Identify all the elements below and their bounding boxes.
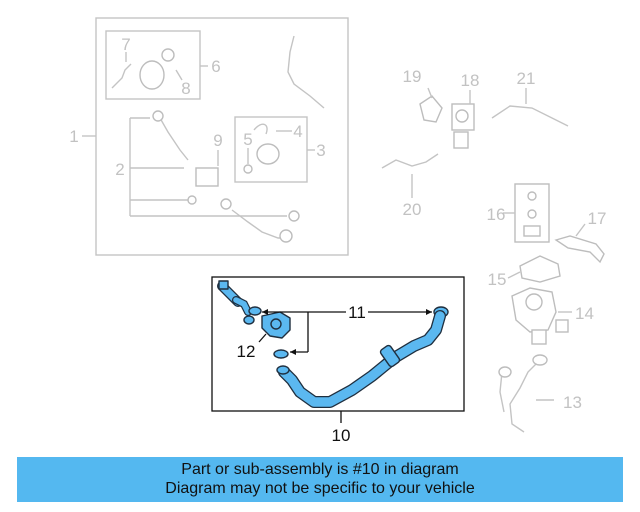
callout-16: 16	[487, 205, 506, 224]
hose-clamp	[248, 306, 262, 316]
hose-clamp	[273, 349, 289, 359]
hose-part-13	[509, 359, 541, 433]
info-banner: Part or sub-assembly is #10 in diagram D…	[17, 457, 623, 502]
callout-3: 3	[316, 141, 325, 160]
group-10-frame	[211, 276, 465, 412]
callout-9: 9	[213, 131, 222, 150]
callout-7: 7	[121, 35, 130, 54]
callout-13: 13	[563, 393, 582, 412]
hose-sleeve	[379, 344, 401, 368]
callout-11: 11	[348, 303, 366, 322]
banner-line-2: Diagram may not be specific to your vehi…	[165, 480, 475, 497]
callout-1: 1	[69, 127, 78, 146]
gasket-part-15	[519, 255, 561, 283]
callout-18: 18	[461, 71, 480, 90]
callout-10: 10	[332, 426, 351, 445]
hose-part-21	[491, 105, 569, 127]
leader-8	[175, 69, 183, 81]
callout-17: 17	[588, 209, 607, 228]
callout-14: 14	[575, 304, 594, 323]
coolant-hose-main	[279, 311, 445, 407]
callout-4: 4	[293, 122, 302, 141]
leader-12	[258, 333, 267, 343]
callout-8: 8	[181, 79, 190, 98]
callout-19: 19	[403, 67, 422, 86]
housing-part	[195, 167, 219, 187]
group-6-frame	[105, 30, 201, 100]
hose-end-connector	[218, 280, 229, 290]
banner-line-1: Part or sub-assembly is #10 in diagram	[181, 461, 459, 478]
callout-5: 5	[243, 130, 252, 149]
assembly-group-1: 1 2 3 4 5 6 7 8 9	[69, 17, 349, 256]
callout-21: 21	[517, 69, 536, 88]
callout-12: 12	[237, 342, 256, 361]
callout-20: 20	[403, 200, 422, 219]
callout-6: 6	[211, 57, 220, 76]
hose-part-20	[381, 153, 439, 169]
callout-15: 15	[488, 270, 507, 289]
dipstick-tube-part	[287, 35, 325, 109]
bracket-part-17	[554, 235, 605, 264]
callout-2: 2	[115, 160, 124, 179]
assembly-group-right: 13 14 15 16 17 18 19 20 21	[381, 67, 607, 433]
thermostat-part	[139, 60, 165, 90]
assembly-group-10: 11 12 10	[211, 276, 465, 445]
bracket-part-19	[419, 95, 443, 123]
